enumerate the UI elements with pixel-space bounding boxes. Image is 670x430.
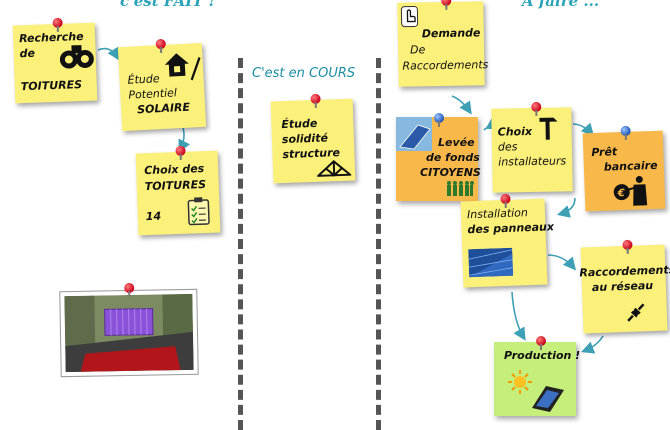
note-recherche-toitures: Recherche de TOITURES [12,17,98,104]
choix-toitures-count: 14 [145,209,162,224]
divider-left [238,58,243,430]
pin [155,38,167,50]
note-pret-bancaire: Prêt bancaire € [582,125,666,212]
note-text: de fonds [426,151,480,164]
pin [500,193,511,205]
hammer-icon [539,117,558,140]
note-text: TOITURES [144,178,207,194]
note-text: installateurs [498,154,567,169]
note-text: Choix des [143,162,205,178]
note-text: au réseau [591,278,654,295]
note-text: Prêt [591,145,618,160]
pin [441,0,452,6]
note-choix-installateurs: Choix des installateurs [491,101,573,193]
note-text: Demande [421,26,481,41]
pin [52,17,63,29]
note-installation-panneaux: Installation des panneaux [460,193,554,288]
note-text: bancaire [603,158,658,174]
note-text: De [409,43,426,57]
pin [622,239,633,251]
note-text: Levée [438,136,475,149]
roof-truss-icon [316,159,352,177]
note-raccordements-reseau: Raccordements au réseau [579,239,670,334]
note-choix-toitures: Choix des TOITURES 14 [135,145,221,236]
solar-panels-icon [396,117,432,151]
note-etude-solidite: Étude solidité structure [270,93,356,184]
note-text: Choix [497,124,533,139]
roof-aerial-photo [59,282,199,378]
pin [531,101,542,113]
panel-photo-icon [468,247,514,278]
note-levee-fonds: Levée de fonds CITOYENS [396,113,481,201]
header-in-progress: C'est en COURS [252,66,356,81]
checklist-icon [187,197,210,226]
pin [175,145,186,157]
crowd-icon [447,181,474,196]
note-text: solidité [281,131,329,147]
note-production: Production ! [494,336,580,416]
binoculars-icon [59,45,94,69]
pin [620,125,631,137]
note-text: Étude [127,72,160,87]
pointing-hand-icon [400,5,419,28]
header-todo: A faire ... [522,0,600,10]
note-text: des panneaux [467,220,555,237]
pin [124,282,135,294]
note-text: SOLAIRE [136,100,191,117]
pin [310,93,321,105]
plug-icon [627,303,645,322]
sun-solar-panel-icon [508,370,564,412]
aerial-image [64,293,194,373]
note-text: Raccordements [579,263,670,280]
note-text: de [19,46,36,61]
note-text: Raccordements [402,58,489,73]
note-text: TOITURES [20,78,83,94]
note-text: Production ! [504,349,581,362]
svg-text:€: € [617,188,625,199]
note-text: des [497,140,518,154]
note-demande-raccordements: Demande De Raccordements [397,0,488,87]
note-etude-potentiel-solaire: Étude Potentiel SOLAIRE [117,38,207,132]
pin [536,336,546,350]
house-pencil-icon [164,53,201,81]
euro-man-icon: € [613,175,648,207]
header-done: c'est FAIT ! [120,0,216,10]
note-text: CITOYENS [420,166,481,179]
note-text: Étude [281,116,318,132]
pin [434,113,444,127]
divider-right [376,58,381,430]
